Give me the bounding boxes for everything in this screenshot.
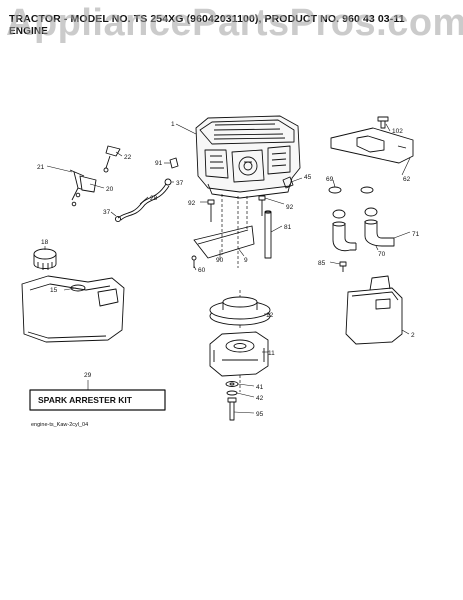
fitting-part (282, 176, 294, 189)
spark-arrester-kit-label: SPARK ARRESTER KIT (38, 395, 133, 405)
callout-29: 29 (84, 372, 92, 379)
washers-part (225, 381, 239, 396)
muffler-part (345, 275, 403, 345)
exhaust-pipes-part (328, 186, 395, 252)
callout-85: 85 (318, 260, 326, 267)
clutch-part (209, 331, 269, 377)
callout-37-upper: 37 (176, 180, 184, 187)
callout-2: 2 (411, 332, 415, 339)
callout-18: 18 (41, 239, 49, 246)
sensor-bracket-part (69, 145, 121, 207)
callout-37-lower: 37 (103, 209, 111, 216)
callout-leaders (44, 123, 411, 414)
callout-62: 62 (403, 176, 411, 183)
callout-21: 21 (37, 164, 45, 171)
watermark: AppliancePartsPros.com (6, 2, 463, 44)
callout-92-right: 92 (286, 204, 294, 211)
dipstick-tube-part (264, 210, 272, 259)
callout-90: 90 (216, 257, 224, 264)
callout-11: 11 (268, 350, 275, 357)
callout-45: 45 (304, 174, 312, 181)
callout-60: 60 (198, 267, 206, 274)
bolt-part (207, 195, 266, 222)
callout-69: 69 (326, 176, 334, 183)
callout-20: 20 (106, 186, 114, 193)
diagram-subtitle: ENGINE (9, 26, 48, 37)
clutch-bolt-part (227, 397, 237, 421)
callout-102: 102 (392, 128, 403, 135)
callout-71: 71 (412, 231, 420, 238)
air-filter-cover-part (330, 116, 414, 164)
callout-9: 9 (244, 257, 248, 264)
fuel-tank-part (21, 275, 125, 343)
engine-part (195, 115, 301, 199)
callout-12: 12 (266, 312, 274, 319)
fuel-line-part (114, 157, 179, 223)
callout-numbers: 1 102 21 22 91 37 45 20 28 37 92 92 62 6… (37, 121, 420, 418)
callout-28: 28 (150, 195, 158, 202)
callout-91: 91 (155, 160, 163, 167)
callout-1: 1 (171, 121, 175, 128)
callout-22: 22 (124, 154, 132, 161)
muffler-bolt-part (339, 261, 347, 272)
callout-15: 15 (50, 287, 58, 294)
diagram-title: TRACTOR - MODEL NO. TS 254XG (9604203110… (9, 13, 405, 25)
callout-42: 42 (256, 395, 264, 402)
callout-81: 81 (284, 224, 292, 231)
spark-arrester-kit-box (29, 389, 166, 411)
callout-95: 95 (256, 411, 264, 418)
fuel-cap-part (33, 248, 57, 270)
pulley-part (209, 296, 271, 326)
callout-92-left: 92 (188, 200, 196, 207)
callout-70: 70 (378, 251, 386, 258)
drawing-code: engine-ts_Kaw-2cyl_04 (31, 422, 88, 428)
callout-41: 41 (256, 384, 264, 391)
